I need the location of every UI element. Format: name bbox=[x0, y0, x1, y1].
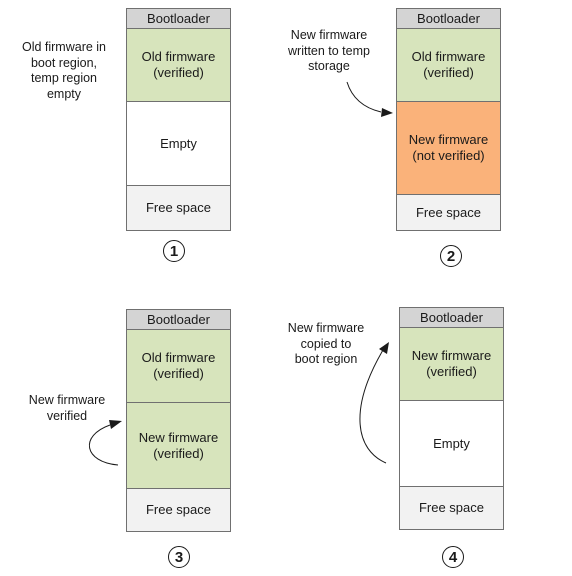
panel-1-old-firmware-segment: Old firmware (verified) bbox=[127, 28, 230, 101]
panel-1-bootloader-segment: Bootloader bbox=[127, 9, 230, 28]
panel-4-empty-segment: Empty bbox=[400, 400, 503, 486]
panel-2-old-firmware-segment: Old firmware (verified) bbox=[397, 28, 500, 101]
panel-2-new-firmware-segment: New firmware (not verified) bbox=[397, 101, 500, 194]
panel-3-arrowhead bbox=[109, 420, 122, 429]
panel-4-free-space-segment: Free space bbox=[400, 486, 503, 529]
panel-3-old-firmware-segment: Old firmware (verified) bbox=[127, 329, 230, 402]
panel-4-caption: New firmware copied to boot region bbox=[287, 321, 365, 366]
panel-2-curved-arrow bbox=[346, 81, 382, 113]
panel-4-curved-arrow bbox=[359, 349, 387, 464]
panel-1-step-number: 1 bbox=[163, 240, 185, 262]
panel-3-curved-arrow bbox=[89, 424, 119, 466]
panel-1-empty-segment: Empty bbox=[127, 101, 230, 185]
panel-3-new-firmware-segment: New firmware (verified) bbox=[127, 402, 230, 488]
panel-3-caption: New firmware verified bbox=[28, 393, 106, 423]
panel-2-arrowhead bbox=[381, 108, 393, 117]
panel-3-free-space-segment: Free space bbox=[127, 488, 230, 531]
panel-3-step-number: 3 bbox=[168, 546, 190, 568]
panel-4-step-number: 4 bbox=[442, 546, 464, 568]
panel-2-bootloader-segment: Bootloader bbox=[397, 9, 500, 28]
panel-2-caption: New firmware written to temp storage bbox=[288, 28, 370, 73]
panel-1-free-space-segment: Free space bbox=[127, 185, 230, 230]
panel-2-memory-stack: Bootloader Old firmware (verified) New f… bbox=[396, 8, 501, 231]
panel-4-bootloader-segment: Bootloader bbox=[400, 308, 503, 327]
panel-1-memory-stack: Bootloader Old firmware (verified) Empty… bbox=[126, 8, 231, 231]
panel-2-free-space-segment: Free space bbox=[397, 194, 500, 230]
panel-4-new-firmware-segment: New firmware (verified) bbox=[400, 327, 503, 400]
panel-3-memory-stack: Bootloader Old firmware (verified) New f… bbox=[126, 309, 231, 532]
panel-1-caption: Old firmware in boot region, temp region… bbox=[21, 40, 107, 101]
panel-4-arrowhead bbox=[379, 342, 389, 354]
panel-2-step-number: 2 bbox=[440, 245, 462, 267]
panel-3-bootloader-segment: Bootloader bbox=[127, 310, 230, 329]
panel-4-memory-stack: Bootloader New firmware (verified) Empty… bbox=[399, 307, 504, 530]
